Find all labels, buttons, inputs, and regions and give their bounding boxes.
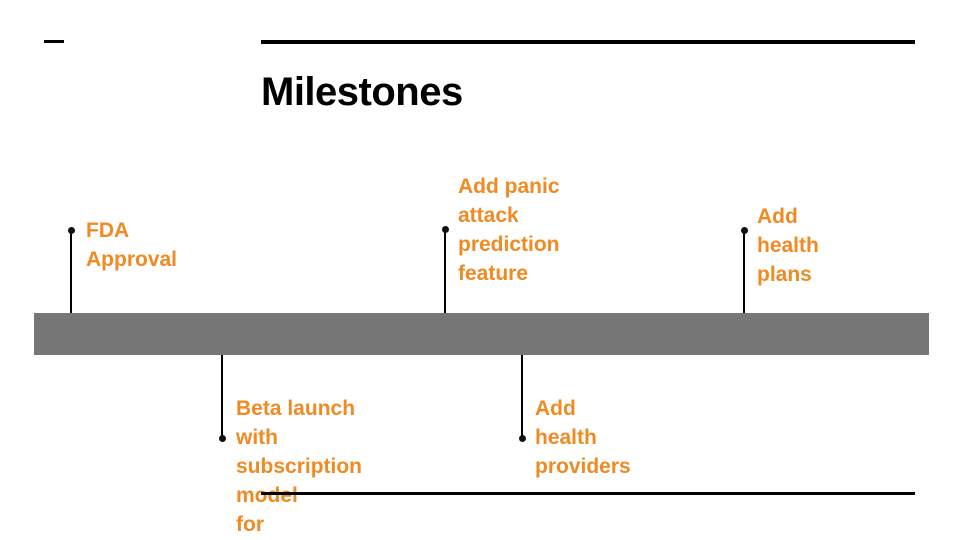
page-title: Milestones (261, 70, 463, 114)
timeline-bar (34, 313, 929, 355)
header-rule-top (261, 40, 915, 44)
milestone-label: Add health providers (535, 397, 631, 478)
milestone-label: Add health plans (757, 205, 819, 286)
footer-rule-bottom (261, 492, 915, 495)
milestone-connector-line (221, 355, 223, 438)
corner-dash-decoration (44, 40, 64, 43)
milestone-dot-marker (441, 226, 449, 233)
milestone-dot-marker (740, 227, 748, 234)
milestone-connector-line (444, 230, 446, 313)
milestone-label: Add panic attack prediction feature (458, 175, 560, 285)
milestone-label: Beta launch with subscription model for … (236, 397, 363, 536)
milestone-dot-marker (518, 435, 526, 442)
milestone-connector-line (521, 355, 523, 438)
milestone-connector-line (70, 231, 72, 313)
milestone-dot-marker (218, 435, 226, 442)
milestone-connector-line (743, 231, 745, 313)
milestone-label: FDA Approval (86, 219, 178, 271)
milestone-dot-marker (67, 227, 75, 234)
